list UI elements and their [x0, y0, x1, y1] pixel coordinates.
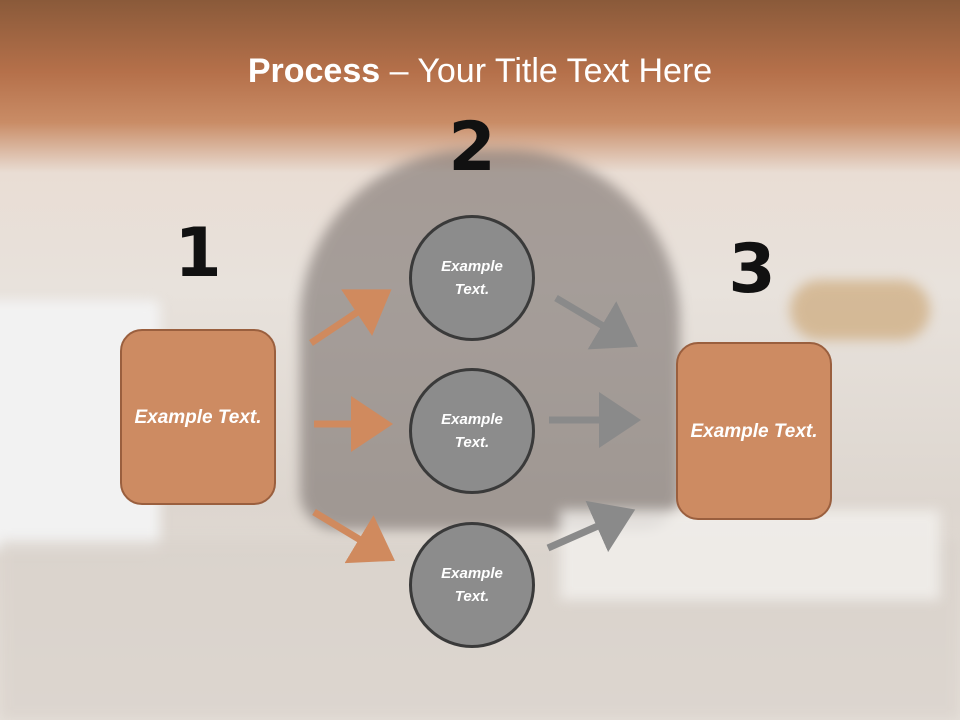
circle-bottom-text: Example Text.	[441, 565, 503, 605]
left-box: Example Text.	[120, 329, 276, 505]
step-number-1: 1	[174, 214, 222, 293]
arrow-from-circle-top	[554, 294, 639, 350]
title-bold: Process	[247, 52, 381, 90]
right-box: Example Text.	[676, 342, 832, 520]
right-box-text: Example Text.	[690, 420, 818, 442]
arrow-to-circle-bottom	[312, 509, 395, 564]
step-number-3: 3	[728, 230, 776, 309]
title-rest: – Your Title Text Here	[380, 52, 713, 90]
circle-middle-text: Example Text.	[441, 411, 503, 451]
step-number-2: 2	[448, 108, 496, 187]
circle-bottom: Example Text.	[409, 522, 535, 648]
page-title: Process – Your Title Text Here	[0, 52, 960, 91]
left-box-text: Example Text.	[134, 406, 262, 428]
circle-top-text: Example Text.	[441, 258, 503, 298]
background-fruit	[790, 280, 930, 340]
circle-top: Example Text.	[409, 215, 535, 341]
arrow-to-circle-top	[309, 289, 392, 346]
arrow-from-circle-bottom	[546, 500, 636, 553]
circle-middle: Example Text.	[409, 368, 535, 494]
